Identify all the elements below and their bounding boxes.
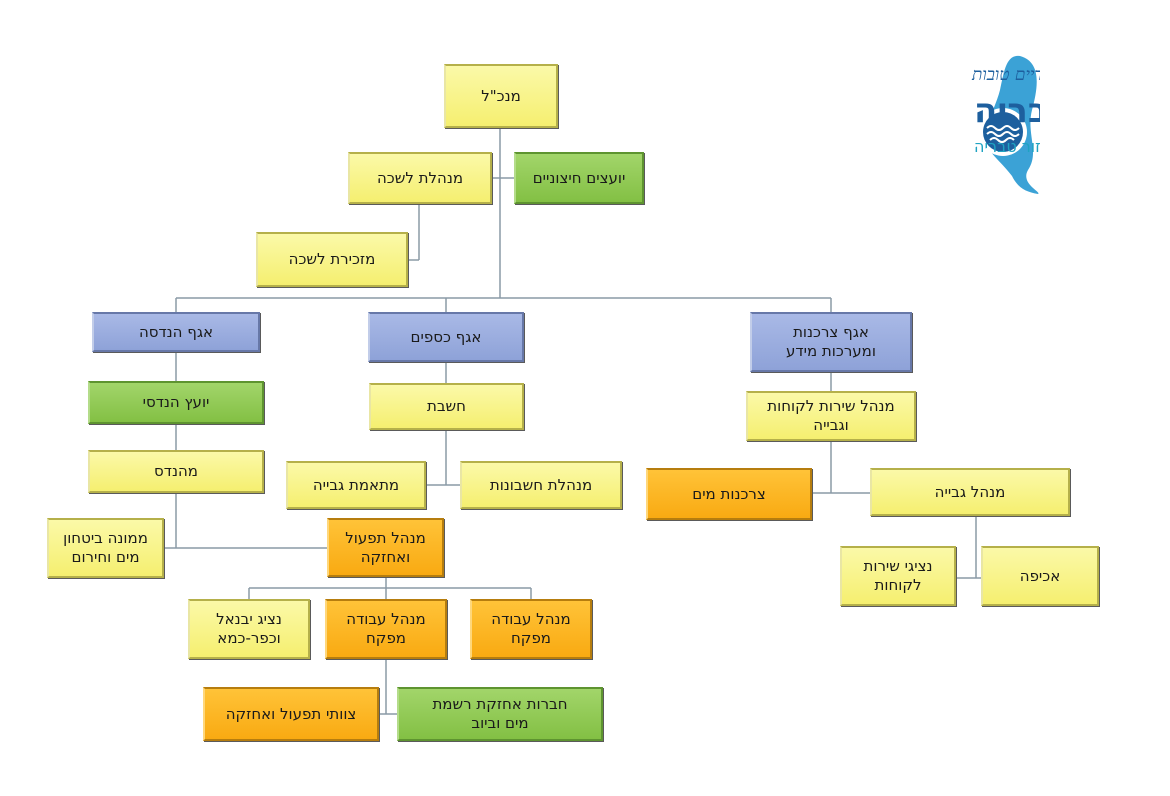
node-bookkeeping-manager: מנהלת חשבונות xyxy=(460,461,622,509)
node-engineering-advisor: יועץ הנדסי xyxy=(88,381,264,424)
node-work-supervisor-1: מנהל עבודה מפקח xyxy=(325,599,447,659)
node-engineer: מהנדס xyxy=(88,450,264,493)
node-accounting: חשבת xyxy=(369,383,524,430)
node-collection-coordinator: מתאמת גבייה xyxy=(286,461,426,509)
node-water-safety-officer: ממונה ביטחון מים וחירום xyxy=(47,518,164,578)
logo-slogan: המים שלך בידיים טובות xyxy=(971,65,1040,85)
node-water-consumption: צרכנות מים xyxy=(646,468,812,520)
node-operations-manager: מנהל תפעול ואחזקה xyxy=(327,518,444,577)
node-maintenance-companies: חברות אחזקת רשמת מים וביוב xyxy=(397,687,603,741)
node-finance-dept: אגף כספים xyxy=(368,312,524,362)
kinneret-lake-icon: המים שלך בידיים טובות מֵי רַקַּת טבריה ת… xyxy=(971,55,1170,195)
node-consumption-dept: אגף צרכנות ומערכות מידע xyxy=(750,312,912,372)
logo-subtitle: תאגיד המים והביוב אזור טבריה xyxy=(974,137,1040,156)
node-customer-service-manager: מנהל שירות לקוחות וגבייה xyxy=(746,391,916,441)
node-service-reps: נציגי שירות לקוחות xyxy=(840,546,956,606)
company-logo: המים שלך בידיים טובות מֵי רַקַּת טבריה ת… xyxy=(720,48,1170,198)
node-engineering-dept: אגף הנדסה xyxy=(92,312,260,352)
node-work-supervisor-2: מנהל עבודה מפקח xyxy=(470,599,592,659)
node-operations-teams: צוותי תפעול ואחזקה xyxy=(203,687,379,741)
node-office-secretary: מזכירת לשכה xyxy=(256,232,408,287)
node-yavneel-rep: נציג יבנאל וכפר-כמא xyxy=(188,599,310,659)
node-ceo: מנכ"ל xyxy=(444,64,558,128)
logo-name: מֵי רַקַּת טבריה xyxy=(974,91,1040,131)
node-office-manager: מנהלת לשכה xyxy=(348,152,492,204)
node-collection-manager: מנהל גבייה xyxy=(870,468,1070,516)
node-external-advisors: יועצים חיצוניים xyxy=(514,152,644,204)
node-enforcement: אכיפה xyxy=(981,546,1099,606)
